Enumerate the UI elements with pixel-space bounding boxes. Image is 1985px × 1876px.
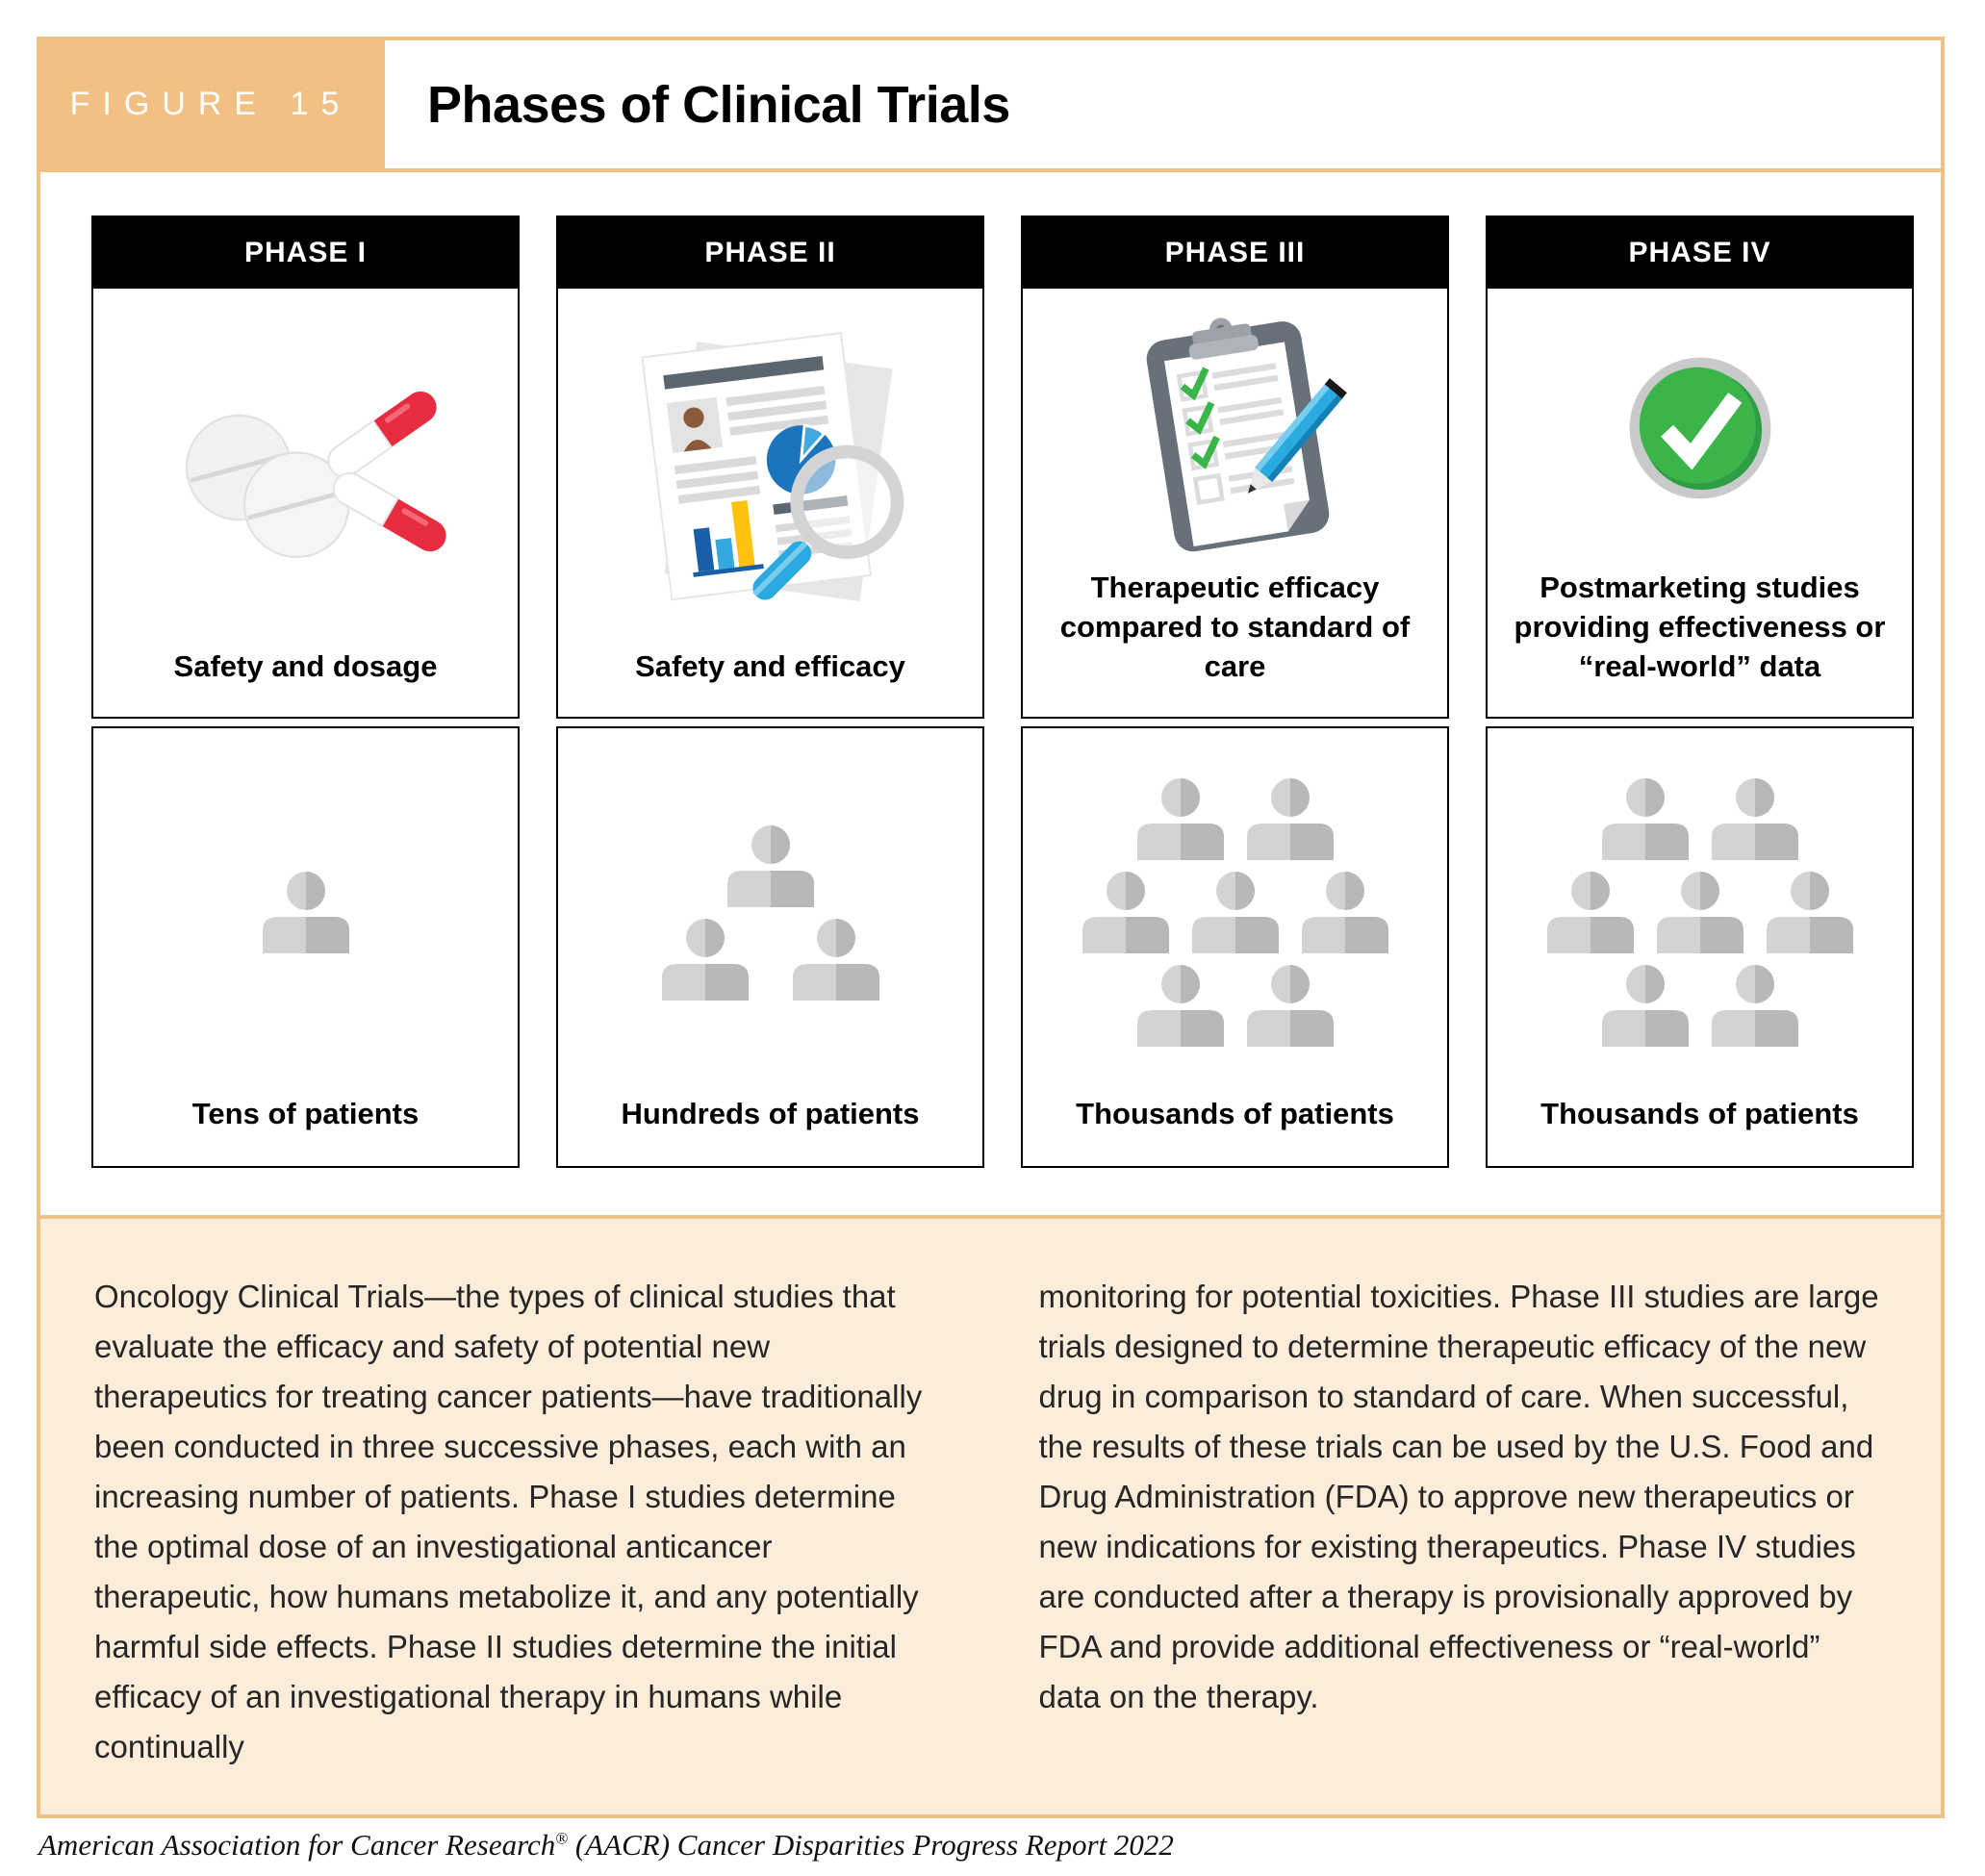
phase-4-patient-count: Thousands of patients [1540, 1097, 1859, 1130]
phase-4-header: PHASE IV [1488, 217, 1912, 289]
phase-4-description: Postmarketing studies providing effectiv… [1514, 570, 1886, 683]
person-icon [1302, 872, 1388, 953]
phase-1-description: Safety and dosage [173, 649, 438, 683]
phase-columns: PHASE I [40, 172, 1941, 1168]
phase-2-bottom-box: Hundreds of patients [556, 726, 984, 1168]
people-row [1137, 965, 1334, 1047]
people-row [1602, 778, 1798, 860]
person-icon [1767, 872, 1853, 953]
phase-3-description: Therapeutic efficacy compared to standar… [1059, 570, 1411, 683]
phase-2-header: PHASE II [558, 217, 982, 289]
people-row [263, 872, 349, 953]
people-row [727, 825, 814, 907]
figure-container: FIGURE 15 Phases of Clinical Trials PHAS… [37, 37, 1945, 1818]
source-attribution: American Association for Cancer Research… [38, 1828, 1174, 1863]
people-row [1547, 872, 1853, 953]
clipboard-checklist-icon [1023, 289, 1447, 568]
person-icon [793, 919, 879, 1001]
person-icon [1192, 872, 1279, 953]
phase-4-top-box: PHASE IV Postmarketing studies providing… [1486, 215, 1914, 719]
phase-column-4: PHASE IV Postmarketing studies providing… [1486, 215, 1914, 1168]
phase-column-1: PHASE I [91, 215, 520, 1168]
phase-2-patient-count: Hundreds of patients [621, 1097, 920, 1130]
check-circle-icon [1488, 289, 1912, 568]
person-icon [1712, 965, 1798, 1047]
phase-3-top-box: PHASE III [1021, 215, 1449, 719]
phase-1-people [93, 728, 518, 1097]
person-icon [1137, 778, 1224, 860]
person-icon [1137, 965, 1224, 1047]
person-icon [1247, 965, 1334, 1047]
person-icon [1547, 872, 1634, 953]
source-attribution-report: (AACR) Cancer Disparities Progress Repor… [568, 1828, 1174, 1862]
person-icon [1082, 872, 1169, 953]
phase-3-bottom-box: Thousands of patients [1021, 726, 1449, 1168]
phase-2-top-box: PHASE II [556, 215, 984, 719]
report-magnifier-icon [558, 289, 982, 646]
person-icon [1602, 778, 1689, 860]
phase-3-header: PHASE III [1023, 217, 1447, 289]
phase-column-2: PHASE II [556, 215, 984, 1168]
people-row [1082, 872, 1388, 953]
clipboard-checklist-icon-svg [1146, 317, 1347, 552]
phase-1-header: PHASE I [93, 217, 518, 289]
phase-1-top-box: PHASE I [91, 215, 520, 719]
person-icon [263, 872, 349, 953]
pills-icon-svg [185, 391, 446, 558]
person-icon [1657, 872, 1743, 953]
check-circle-icon-svg [1629, 357, 1770, 499]
figure-number-tab: FIGURE 15 [37, 37, 385, 172]
phase-1-bottom-box: Tens of patients [91, 726, 520, 1168]
people-row [1602, 965, 1798, 1047]
phase-3-people [1023, 728, 1447, 1097]
phase-2-description: Safety and efficacy [635, 649, 905, 683]
people-row [662, 919, 879, 1001]
phase-1-patient-count: Tens of patients [191, 1097, 420, 1130]
pills-icon [93, 289, 518, 646]
report-magnifier-icon-svg [640, 332, 903, 602]
figure-title: Phases of Clinical Trials [427, 75, 1010, 134]
phase-3-patient-count: Thousands of patients [1076, 1097, 1394, 1130]
caption-right-column: monitoring for potential toxicities. Pha… [1038, 1279, 1879, 1714]
person-icon [1712, 778, 1798, 860]
person-icon [662, 919, 749, 1001]
caption-left-column: Oncology Clinical Trials—the types of cl… [94, 1279, 923, 1764]
people-row [1137, 778, 1334, 860]
phase-column-3: PHASE III [1021, 215, 1449, 1168]
phase-4-people [1488, 728, 1912, 1097]
caption-panel: Oncology Clinical Trials—the types of cl… [40, 1215, 1941, 1814]
phase-2-people [558, 728, 982, 1097]
person-icon [727, 825, 814, 907]
phase-4-bottom-box: Thousands of patients [1486, 726, 1914, 1168]
source-attribution-name: American Association for Cancer Research [38, 1828, 556, 1862]
person-icon [1602, 965, 1689, 1047]
person-icon [1247, 778, 1334, 860]
figure-header: FIGURE 15 Phases of Clinical Trials [37, 37, 1941, 172]
registered-trademark-symbol: ® [555, 1829, 569, 1848]
